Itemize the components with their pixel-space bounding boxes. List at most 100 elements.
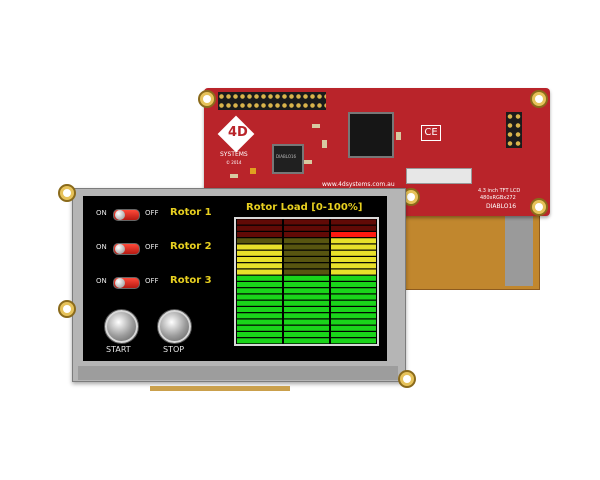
mount-hole-display-bottom-right bbox=[398, 370, 416, 388]
rotor-1-on-label: ON bbox=[96, 209, 107, 217]
gauge-segment bbox=[237, 288, 282, 294]
gauge-segment bbox=[331, 307, 376, 313]
gauge-segment bbox=[237, 219, 282, 225]
rotor-3-off-label: OFF bbox=[145, 277, 159, 285]
gauge-segment bbox=[237, 257, 282, 263]
gauge-segment bbox=[284, 250, 329, 256]
gauge-segment bbox=[331, 257, 376, 263]
gauge-segment bbox=[331, 263, 376, 269]
pin-header-top bbox=[218, 92, 326, 110]
rotor-1-label: Rotor 1 bbox=[170, 207, 212, 218]
gauge-segment bbox=[284, 300, 329, 306]
bezel-bottom-edge bbox=[78, 366, 398, 380]
mount-hole-display-top-left bbox=[58, 184, 76, 202]
gauge-title: Rotor Load [0-100%] bbox=[246, 202, 363, 213]
gauge-segment bbox=[237, 307, 282, 313]
gauge-segment bbox=[331, 288, 376, 294]
lcd-edge bbox=[505, 214, 533, 286]
gauge-bars bbox=[237, 219, 376, 344]
mount-hole-right bbox=[530, 198, 548, 216]
smd-component bbox=[250, 168, 256, 174]
gauge-segment bbox=[284, 332, 329, 338]
gauge-segment bbox=[284, 263, 329, 269]
gauge-segment bbox=[237, 244, 282, 250]
rotor-3-label: Rotor 3 bbox=[170, 275, 212, 286]
gauge-segment bbox=[237, 238, 282, 244]
gauge-segment bbox=[331, 319, 376, 325]
gauge-segment bbox=[331, 300, 376, 306]
stop-button[interactable] bbox=[158, 310, 191, 343]
rotor-1-off-label: OFF bbox=[145, 209, 159, 217]
gauge-segment bbox=[284, 225, 329, 231]
lcd-size-text: 4.3 inch TFT LCD bbox=[478, 188, 521, 194]
stop-label: STOP bbox=[163, 345, 185, 354]
gauge-segment bbox=[237, 275, 282, 281]
resolution-text: 480xRGBx272 bbox=[480, 195, 516, 201]
gauge-segment bbox=[284, 338, 329, 344]
gauge-segment bbox=[284, 313, 329, 319]
gauge-segment bbox=[284, 288, 329, 294]
start-button[interactable] bbox=[105, 310, 138, 343]
flex-strip bbox=[150, 386, 290, 391]
ce-mark: CE bbox=[421, 125, 441, 141]
smd-component bbox=[396, 132, 401, 140]
rotor-2-label: Rotor 2 bbox=[170, 241, 212, 252]
pin-header-side bbox=[506, 112, 522, 148]
smd-component bbox=[230, 174, 238, 178]
rotor-2-off-label: OFF bbox=[145, 243, 159, 251]
rotor-2-on-label: ON bbox=[96, 243, 107, 251]
smd-component bbox=[322, 140, 327, 148]
gauge-segment bbox=[331, 219, 376, 225]
gauge-segment bbox=[237, 325, 282, 331]
gauge-segment bbox=[284, 219, 329, 225]
start-label: START bbox=[106, 345, 131, 354]
gauge-segment bbox=[331, 275, 376, 281]
gauge-segment bbox=[331, 338, 376, 344]
gauge-segment bbox=[237, 269, 282, 275]
gauge-segment bbox=[331, 250, 376, 256]
company-name: SYSTEMS bbox=[220, 151, 248, 158]
smd-component bbox=[312, 124, 320, 128]
gauge-segment bbox=[331, 282, 376, 288]
rotor-2-toggle[interactable] bbox=[113, 243, 140, 255]
rotor-3-toggle[interactable] bbox=[113, 277, 140, 289]
gauge-segment bbox=[331, 325, 376, 331]
gauge-segment bbox=[237, 332, 282, 338]
copyright-year: © 2014 bbox=[226, 160, 242, 165]
rotor-1-toggle[interactable] bbox=[113, 209, 140, 221]
gauge-segment bbox=[284, 269, 329, 275]
gauge-segment bbox=[237, 250, 282, 256]
gauge-segment bbox=[331, 313, 376, 319]
processor-chip bbox=[348, 112, 394, 158]
gauge-segment bbox=[284, 238, 329, 244]
gauge-segment bbox=[284, 257, 329, 263]
gauge-segment bbox=[237, 294, 282, 300]
gauge-segment bbox=[331, 238, 376, 244]
gauge-segment bbox=[284, 232, 329, 238]
mount-hole-top-right bbox=[530, 90, 548, 108]
gauge-segment bbox=[237, 225, 282, 231]
gauge-segment bbox=[237, 300, 282, 306]
mount-hole-display-left bbox=[58, 300, 76, 318]
gauge-segment bbox=[284, 307, 329, 313]
gauge-segment bbox=[331, 232, 376, 238]
gauge-segment bbox=[284, 282, 329, 288]
gauge-segment bbox=[237, 338, 282, 344]
chip-diablo16: DIABLO16 bbox=[272, 144, 304, 174]
gauge-segment bbox=[331, 244, 376, 250]
brand-logo-text: 4D bbox=[228, 125, 248, 140]
gauge-segment bbox=[237, 263, 282, 269]
rotor-3-on-label: ON bbox=[96, 277, 107, 285]
gauge-segment bbox=[237, 319, 282, 325]
gauge-segment bbox=[284, 325, 329, 331]
gauge-segment bbox=[237, 313, 282, 319]
mount-hole-top-left bbox=[198, 90, 216, 108]
website-text: www.4dsystems.com.au bbox=[322, 181, 395, 188]
gauge-segment bbox=[284, 319, 329, 325]
gauge-segment bbox=[284, 275, 329, 281]
gauge-segment bbox=[331, 269, 376, 275]
gauge-segment bbox=[237, 232, 282, 238]
fpc-connector bbox=[406, 168, 472, 184]
model-text: DIABLO16 bbox=[486, 203, 517, 210]
gauge-segment bbox=[331, 332, 376, 338]
